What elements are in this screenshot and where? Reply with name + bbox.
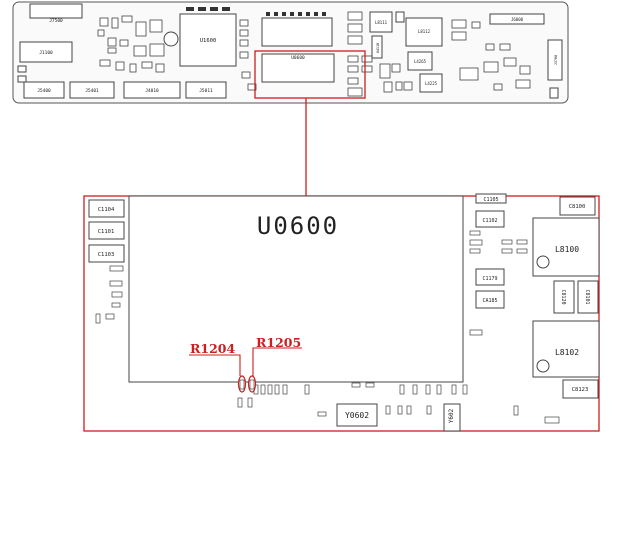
connector-j6000 [489,13,545,25]
inductor-l8100-marker [536,255,550,269]
chip-u4110 [371,35,383,59]
cap-c1102-label: C1102 [482,218,497,224]
cap-c8123-label: C8123 [572,387,589,393]
inductor-l8100-label: L8100 [555,245,579,254]
parts-bottom-row [237,382,560,424]
board-overview: J7500 J1100 J5400 J5401 J4010 J5011 U160… [12,1,569,104]
cap-c8123 [562,379,599,399]
connector-j5400-label: J5400 [37,88,51,94]
inductor-l8112 [405,17,443,47]
connector-j4010-label: J4010 [145,88,159,94]
crystal-y602 [443,403,461,432]
connector-j6000-label: J6000 [511,17,524,22]
connector-j5011 [185,81,227,99]
cap-c8100-label: C8100 [569,204,586,210]
parts-above-u1600 [186,7,230,11]
cap-ca185 [475,290,505,309]
inductor-l4225 [419,73,443,93]
connector-j7500-label: J7500 [49,18,63,24]
parts-right-u0600 [347,11,373,97]
inductor-l8111 [369,11,393,33]
chip-u1600 [179,13,237,67]
connector-j5401-label: J5401 [85,88,99,94]
crystal-y602-label: Y602 [448,408,455,423]
connector-j5011-label: J5011 [199,88,213,94]
cap-c1101 [88,221,125,240]
cap-c1105-label: C1105 [483,197,498,203]
inductor-l8102-label: L8102 [555,348,579,357]
cap-ca185-label: CA185 [482,298,497,304]
highlight-region [254,50,366,99]
cap-c1103 [88,244,125,263]
connector-j3700 [547,39,563,81]
crystal-y0602-label: Y0602 [345,411,369,420]
cap-c1179 [475,268,505,286]
cap-c1103-label: C1103 [98,252,115,258]
parts-cluster-left [97,15,165,73]
cap-c1104-label: C1104 [98,207,115,213]
connector-j7500 [29,3,83,19]
parts-right-small [469,230,528,336]
cap-c1105 [475,193,507,204]
chip-u0600-small-label: U0600 [291,55,305,61]
cap-c1104 [88,199,125,218]
inductor-l4265 [407,51,433,71]
chip-u1600-label: U1600 [200,38,217,44]
cap-c8120-label: C8120 [560,289,566,304]
cap-c8101 [577,280,599,314]
cap-c1102 [475,210,505,228]
chip-upper-block [261,17,333,47]
connector-j5400 [23,81,65,99]
cap-c1179-label: C1179 [482,276,497,282]
r1204-label: R1204 [190,341,235,356]
inductor-l8102-marker [536,359,550,373]
chip-u4110-label: U4110 [376,43,380,54]
resistor-r1204 [239,379,245,390]
chip-u0600-label: U0600 [257,212,339,240]
r1205-label: R1205 [256,335,301,350]
part-r1 [395,11,405,23]
connector-small-2 [17,75,27,83]
r1204-leader [189,354,241,376]
chip-u0600 [128,195,464,383]
inductor-l4265-label: L4265 [414,59,427,64]
inductor-l8112-label: L8112 [418,29,431,34]
connector-j4010 [123,81,181,99]
crystal-round [163,31,179,47]
parts-left-small [95,265,124,324]
cap-c8120 [553,280,575,314]
parts-right-u1600 [239,19,257,91]
inductor-l4225-label: L4225 [425,81,438,86]
part-r2 [549,87,559,99]
parts-right-cluster [379,19,531,93]
resistor-r1205 [249,379,255,390]
chip-u0600-small [261,53,335,83]
connector-j1100-label: J1100 [39,50,53,56]
parts-top-row [266,12,326,16]
cap-c8100 [559,196,596,216]
zoomed-view: U0600 C1104 C1101 C1103 C1105 C1102 C117… [83,193,600,432]
r1205-leader [252,347,302,376]
connector-j1100 [19,41,73,63]
inductor-l8111-label: L8111 [375,20,388,25]
cap-c8101-label: C8101 [584,289,590,304]
cap-c1101-label: C1101 [98,229,115,235]
connector-j3700-label: J3700 [554,55,558,66]
crystal-y0602 [336,403,378,427]
connector-j5401 [69,81,115,99]
connector-small-1 [17,65,27,73]
